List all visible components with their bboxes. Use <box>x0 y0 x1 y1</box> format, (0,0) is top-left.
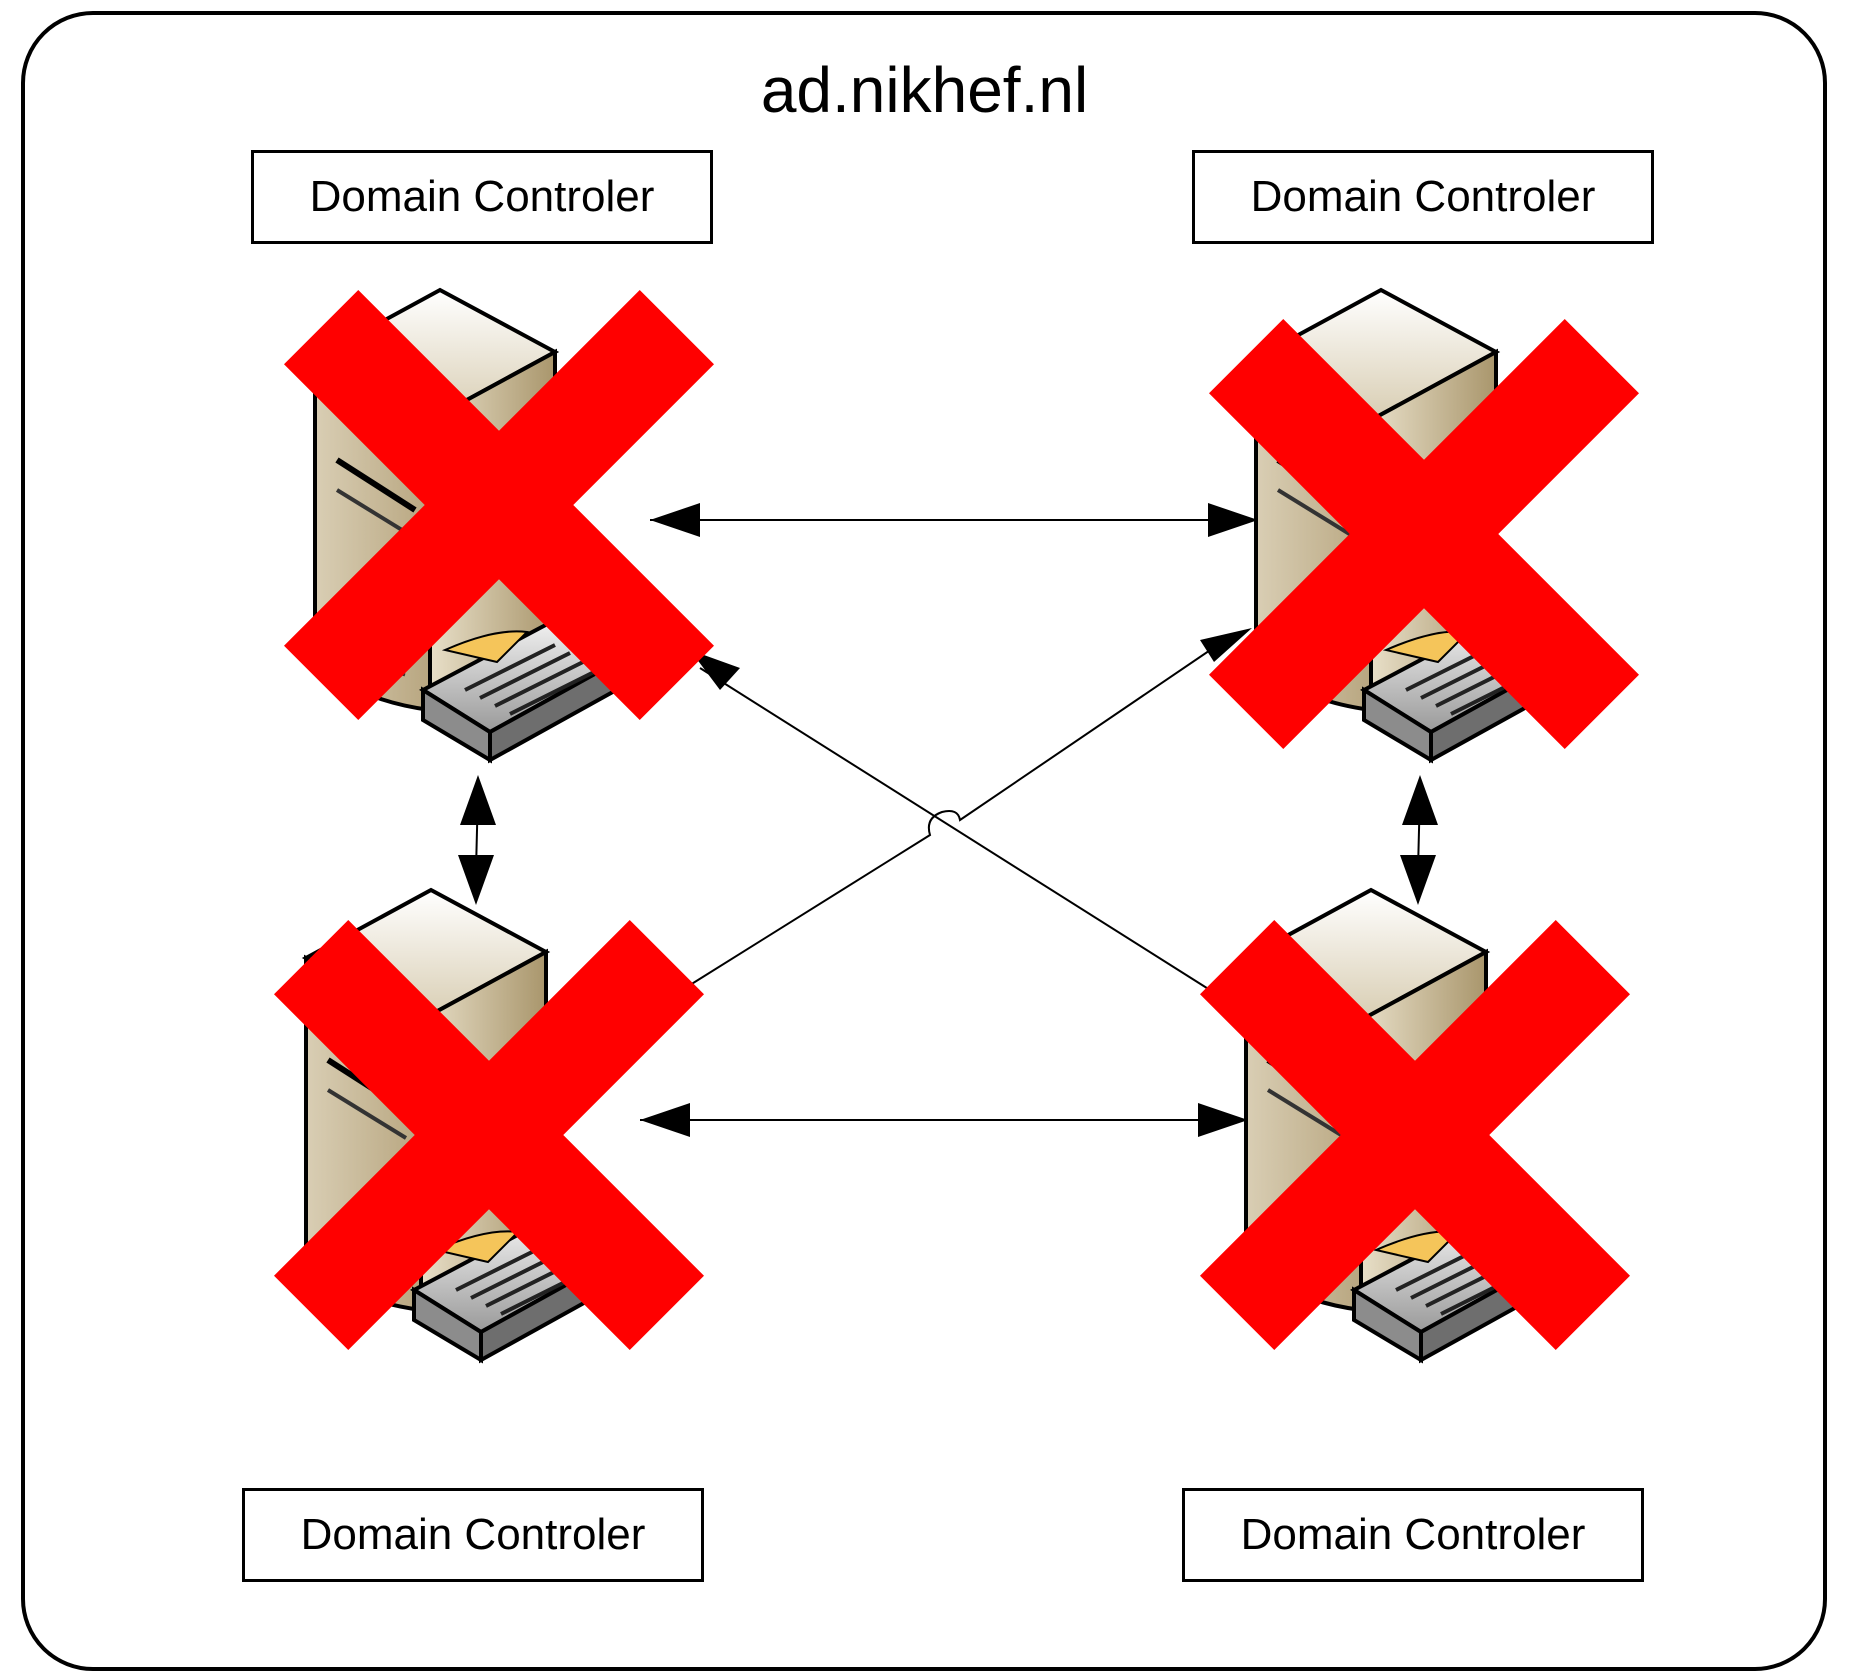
dc-label-bottom-right: Domain Controler <box>1182 1488 1644 1582</box>
arrowheads <box>458 503 1438 1137</box>
dc-label-bottom-left: Domain Controler <box>242 1488 704 1582</box>
link-diagonal-up <box>689 639 1226 986</box>
dc-label-top-right: Domain Controler <box>1192 150 1654 244</box>
link-diagonal-down <box>699 667 1211 991</box>
domain-boundary <box>21 11 1827 1671</box>
domain-title: ad.nikhef.nl <box>760 54 1089 126</box>
dc-label-top-left: Domain Controler <box>251 150 713 244</box>
